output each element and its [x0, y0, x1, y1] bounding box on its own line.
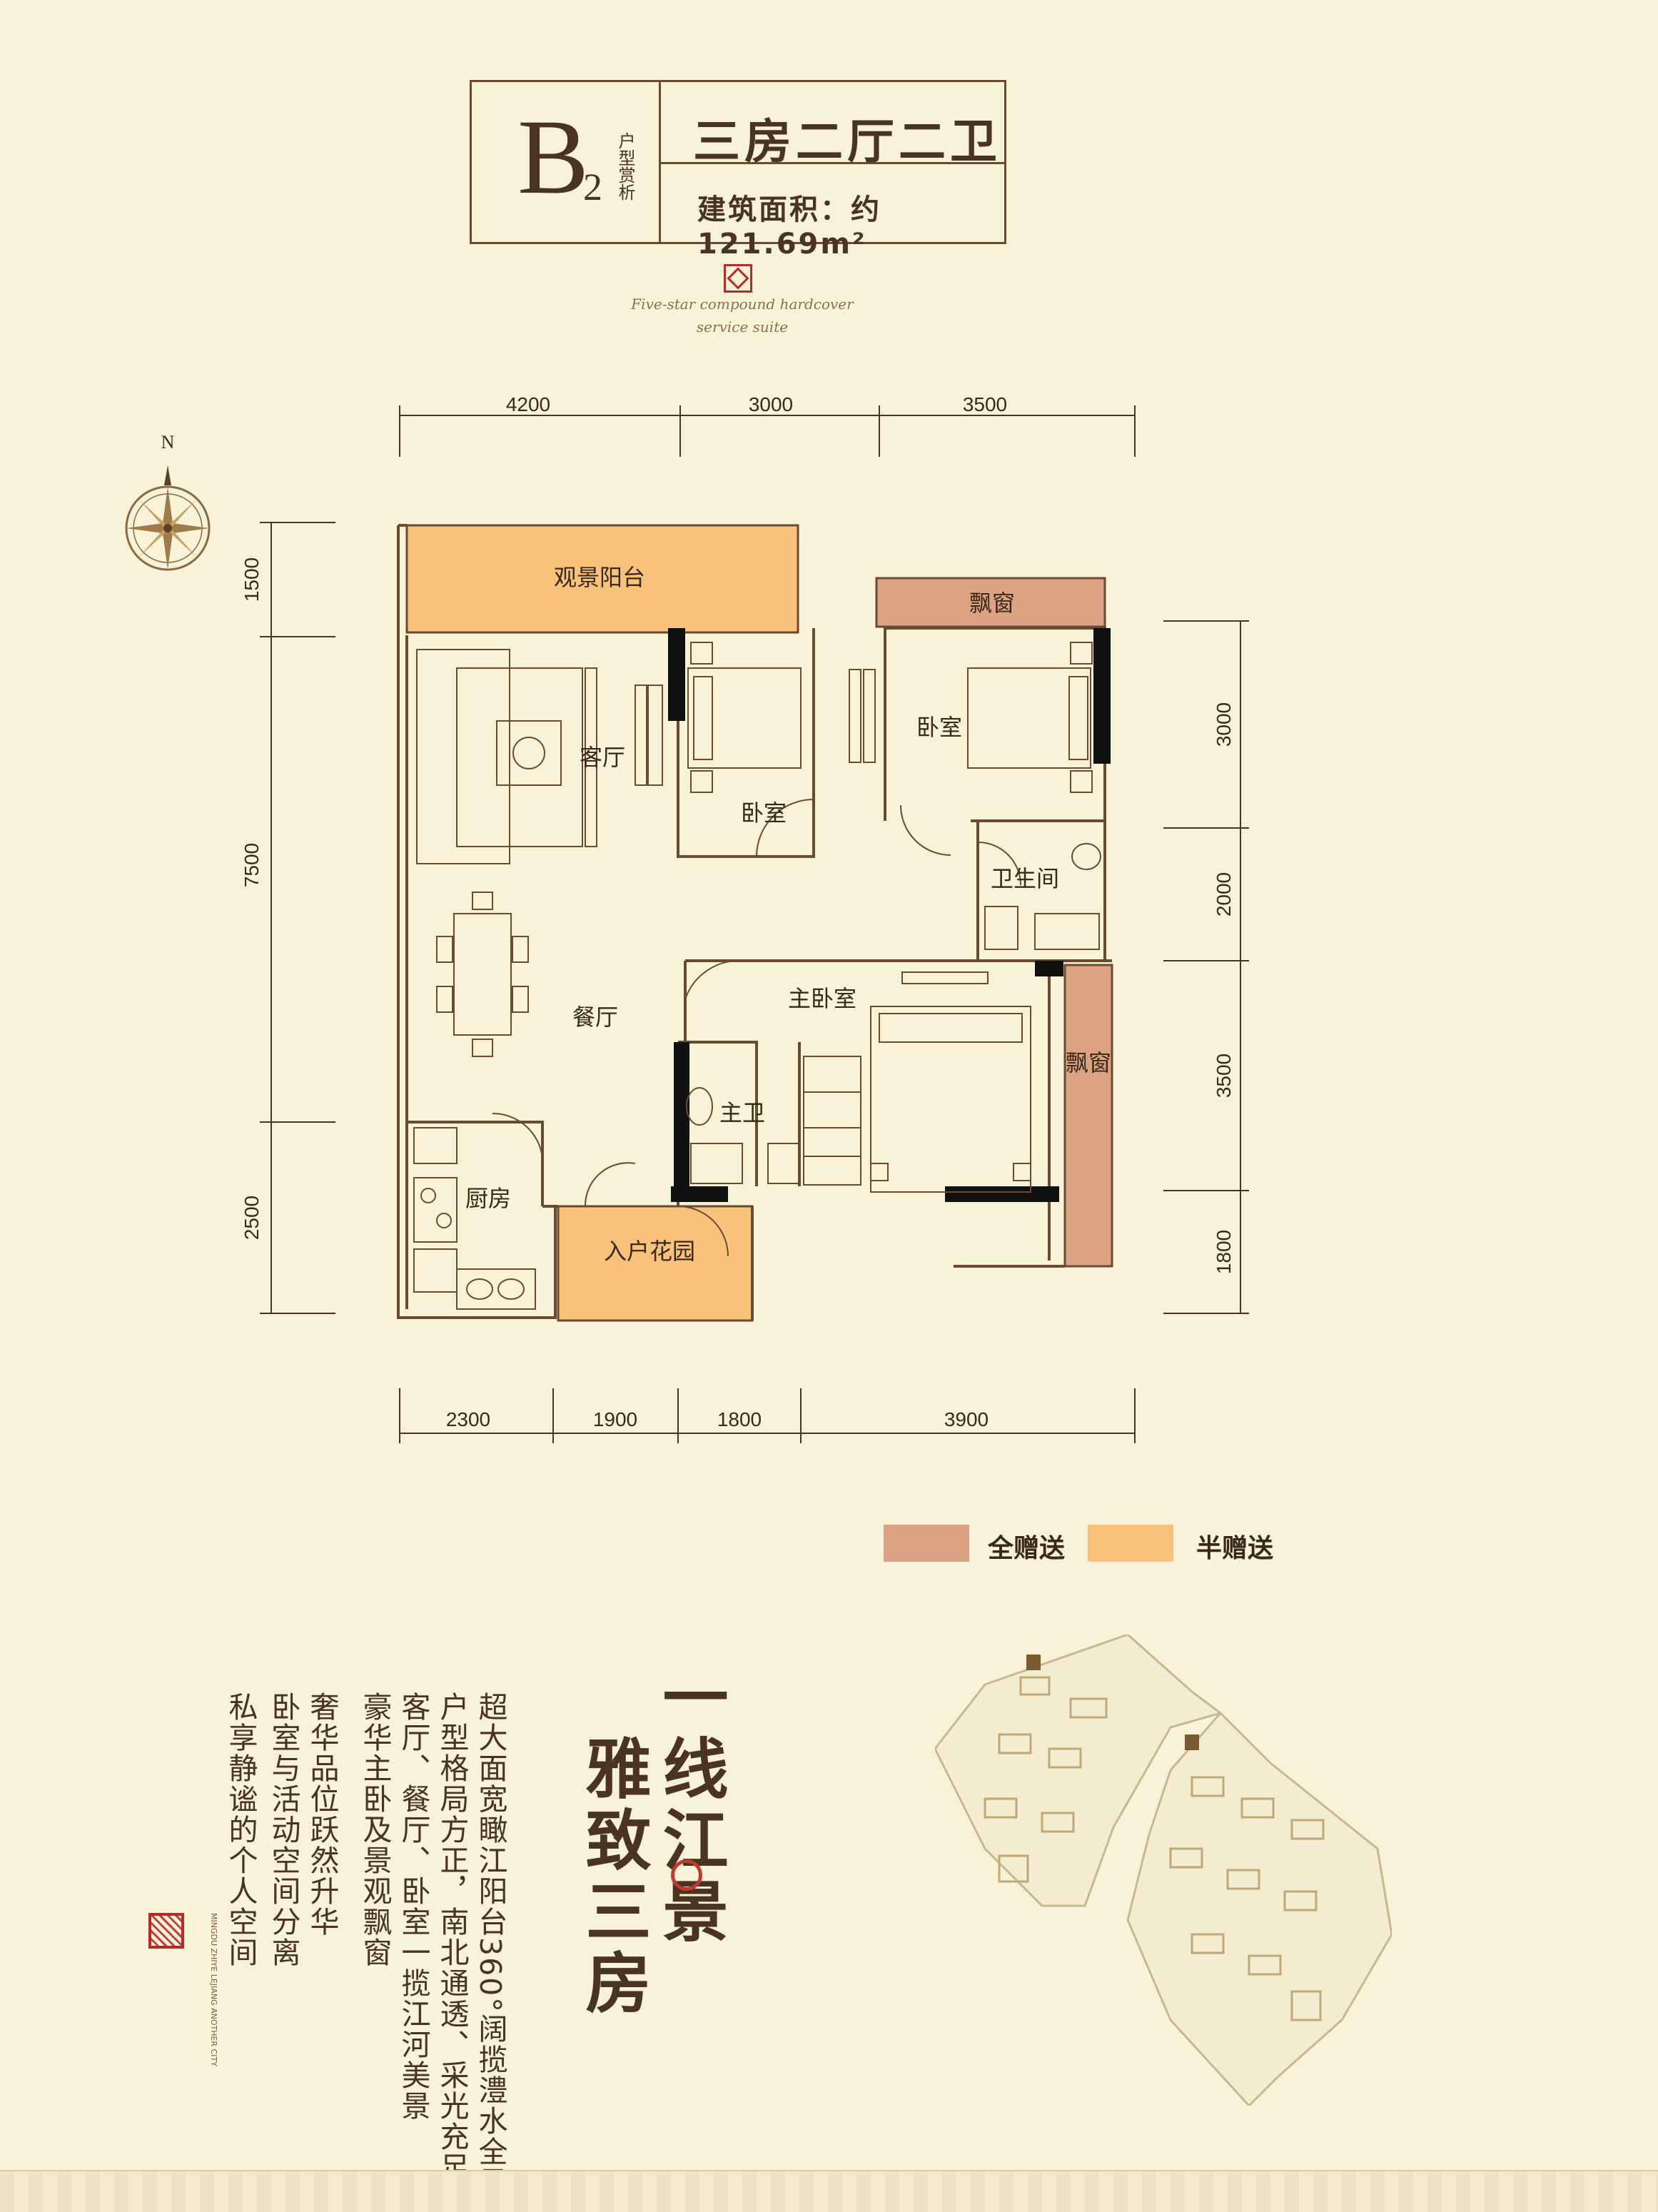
- dimension-lines-top: [399, 405, 1136, 457]
- feature-7: 私享静谧的个人空间: [223, 1692, 258, 1968]
- legend-swatch-half-gift: [1088, 1525, 1173, 1562]
- dim-left-3: 2500: [241, 1196, 263, 1240]
- layout-code-number: 2: [583, 166, 602, 208]
- dim-right-3: 3500: [1213, 1054, 1235, 1098]
- bed-master: [803, 971, 1031, 1193]
- feature-5: 奢华品位跃然升华: [305, 1692, 339, 1937]
- feature-4: 豪华主卧及景观飘窗: [358, 1692, 392, 1968]
- bay-window-top-area: [875, 577, 1106, 628]
- dim-right-2: 2000: [1213, 872, 1235, 916]
- compass-icon: N: [125, 432, 211, 571]
- brand-seal-icon: [148, 1913, 184, 1949]
- room-label-entry-garden: 入户花园: [604, 1238, 695, 1265]
- room-label-bay-window-right: 飘窗: [1066, 1049, 1111, 1076]
- slogan-line-2: 雅致三房: [575, 1734, 651, 2020]
- dimension-lines-right: [1163, 620, 1249, 1314]
- legend-label-half-gift: 半赠送: [1196, 1534, 1274, 1563]
- wall-columns: [668, 628, 1111, 1202]
- room-label-master-bath: 主卫: [719, 1099, 765, 1126]
- room-label-bay-window-top: 飘窗: [969, 590, 1015, 617]
- room-label-bathroom: 卫生间: [991, 865, 1059, 892]
- bed-bedroom-2: [849, 642, 1093, 793]
- floor-plan: 4200 3000 3500 2300 1900 1800 3900 1500 …: [241, 393, 1249, 1443]
- dim-right-1: 3000: [1213, 702, 1235, 747]
- slogan-line-1: 一线江景: [652, 1663, 728, 1949]
- bay-window-right-area: [1063, 964, 1113, 1268]
- dim-bottom-4: 3900: [944, 1408, 989, 1430]
- feature-1: 超大面宽瞰江阳台360°阔揽澧水全景: [473, 1692, 507, 2198]
- bath-fixtures: [686, 843, 1101, 1184]
- dim-left-2: 7500: [241, 843, 263, 887]
- layout-code-box: B 2 户型赏析: [472, 82, 661, 242]
- legend-label-full-gift: 全赠送: [988, 1534, 1066, 1563]
- room-label-bedroom-2: 卧室: [916, 714, 962, 741]
- entry-garden-area: [557, 1205, 754, 1322]
- tagline: Five-star compound hardcover service sui…: [607, 293, 878, 338]
- layout-code-subtitle: 户型赏析: [615, 132, 635, 201]
- kitchen-fixtures: [413, 1127, 536, 1310]
- dim-left-1: 1500: [241, 557, 263, 602]
- layout-title: 三房二厅二卫: [693, 114, 1001, 169]
- feature-2: 户型格局方正，南北通透、采光充足: [435, 1692, 469, 2183]
- layout-header: B 2 户型赏析 三房二厅二卫 建筑面积：约121.69m²: [470, 80, 1006, 261]
- balcony-area: [405, 524, 799, 634]
- seal-icon: [724, 264, 752, 293]
- north-label: N: [161, 432, 175, 453]
- room-label-bedroom-1: 卧室: [741, 799, 787, 827]
- dimension-lines-bottom: [399, 1388, 1136, 1443]
- dim-top-3: 3500: [963, 393, 1007, 415]
- room-label-dining-room: 餐厅: [572, 1004, 618, 1031]
- bed-bedroom-1: [687, 642, 802, 793]
- legend-swatch-full-gift: [884, 1525, 969, 1562]
- dim-right-4: 1800: [1213, 1230, 1235, 1274]
- dim-top-1: 4200: [506, 393, 550, 415]
- room-label-master-bedroom: 主卧室: [788, 985, 856, 1012]
- room-label-kitchen: 厨房: [465, 1185, 511, 1212]
- brand-seal-text: MINGDU ZHIYE LEJIANG ANOTHER CITY: [209, 1913, 218, 2066]
- doors: [492, 799, 1021, 1257]
- dim-bottom-2: 1900: [593, 1408, 637, 1430]
- header-divider: [659, 162, 1004, 164]
- walls: [397, 524, 1112, 1320]
- area-text: 建筑面积：约121.69m²: [697, 193, 881, 261]
- dim-bottom-1: 2300: [446, 1408, 490, 1430]
- dim-top-2: 3000: [749, 393, 793, 415]
- room-label-balcony: 观景阳台: [554, 564, 645, 591]
- feature-3: 客厅、餐厅、卧室一揽江河美景: [396, 1692, 430, 2121]
- site-map: [935, 1635, 1392, 2106]
- dimension-lines-left: [260, 522, 335, 1314]
- tagline-line-1: Five-star compound hardcover: [631, 296, 854, 313]
- tagline-line-2: service suite: [696, 318, 789, 335]
- feature-6: 卧室与活动空间分离: [266, 1692, 300, 1968]
- layout-code-letter: B: [517, 98, 590, 216]
- dining-table: [436, 892, 529, 1057]
- footer-band: [0, 2170, 1658, 2212]
- dim-bottom-3: 1800: [717, 1408, 762, 1430]
- circle-mark-icon: [671, 1859, 702, 1891]
- room-label-living-room: 客厅: [580, 744, 625, 771]
- sofa-set: [416, 649, 663, 864]
